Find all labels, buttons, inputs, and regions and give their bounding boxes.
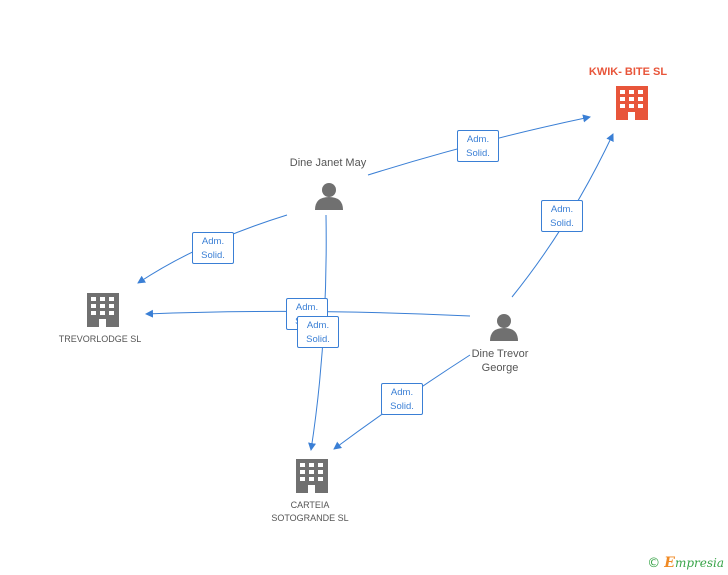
edge-label-janet-kwik: Adm. Solid. — [457, 130, 499, 162]
person-icon[interactable] — [315, 183, 343, 210]
edge-label-role: Adm. — [201, 236, 225, 247]
edge-label-role: Adm. — [306, 320, 330, 331]
company-label-line2: SOTOGRANDE SL — [271, 513, 349, 523]
person-label-dine-trevor-george[interactable]: Dine Trevor George — [450, 347, 550, 375]
edge-label-role: Adm. — [390, 387, 414, 398]
edge-label-role: Adm. — [466, 134, 490, 145]
brand-footer[interactable]: ©Empresia — [647, 555, 724, 571]
edge-label-role: Adm. — [295, 302, 319, 313]
person-label-line2: George — [481, 362, 519, 374]
person-label-dine-janet-may[interactable]: Dine Janet May — [289, 157, 367, 169]
building-icon[interactable] — [87, 293, 119, 327]
company-label-carteia-sotogrande[interactable]: CARTEIA SOTOGRANDE SL — [250, 499, 370, 525]
edge-label-janet-trevorlodge: Adm. Solid. — [192, 232, 234, 264]
edge-label-type: Solid. — [466, 148, 490, 159]
edge-label-type: Solid. — [550, 218, 574, 229]
edge-label-type: Solid. — [390, 401, 414, 412]
edge-label-janet-carteia: Adm. Solid. — [297, 316, 339, 348]
building-icon[interactable] — [616, 86, 648, 120]
company-label-kwik-bite[interactable]: KWIK- BITE SL — [588, 66, 668, 78]
person-label-line1: Dine Trevor — [471, 348, 529, 360]
edge-label-role: Adm. — [550, 204, 574, 215]
edge-label-trevor-carteia: Adm. Solid. — [381, 383, 423, 415]
edge-label-type: Solid. — [201, 250, 225, 261]
company-label-trevorlodge[interactable]: TREVORLODGE SL — [58, 334, 142, 344]
copyright-icon: © — [647, 556, 661, 571]
edge-label-type: Solid. — [306, 334, 330, 345]
person-icon[interactable] — [490, 314, 518, 341]
building-icon[interactable] — [296, 459, 328, 493]
brand-logo-text: mpresia — [674, 556, 724, 570]
edge-label-trevor-kwik: Adm. Solid. — [541, 200, 583, 232]
brand-logo-letter: E — [664, 555, 675, 571]
company-label-line1: CARTEIA — [290, 500, 330, 510]
